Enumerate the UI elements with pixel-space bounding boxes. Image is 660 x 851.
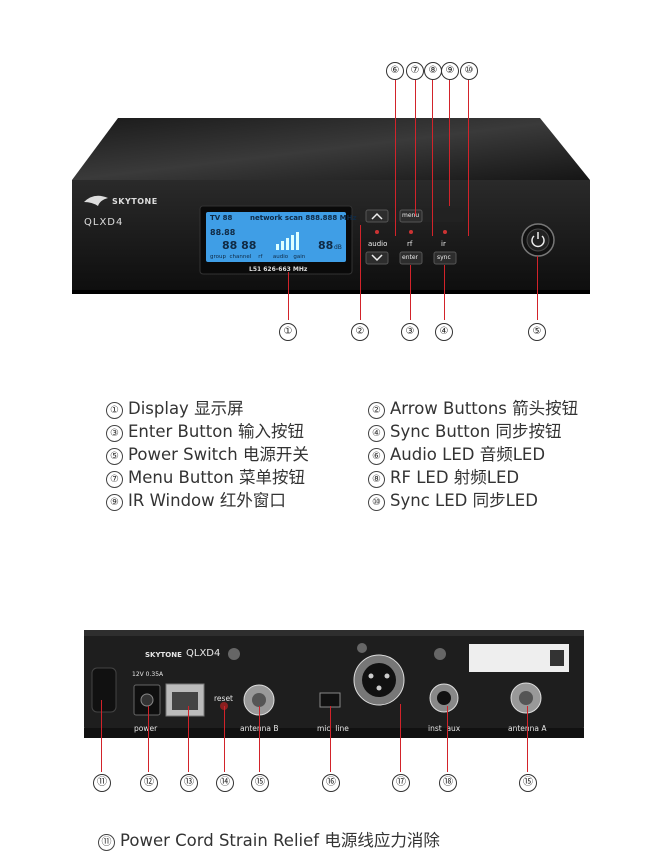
rear-panel-illustration — [84, 630, 584, 738]
leader-11 — [101, 700, 102, 772]
rear-power-spec: 12V 0.35A — [132, 671, 164, 678]
leader-4 — [444, 265, 445, 320]
sync-button-label[interactable]: sync — [437, 254, 451, 261]
legend-left-0: ① Display 显示屏 — [106, 395, 244, 419]
legend-right-3: ⑧ RF LED 射频LED — [368, 464, 519, 488]
legend-text: Sync LED 同步LED — [390, 491, 538, 510]
callout-4: ④ — [435, 323, 453, 341]
legend-num: ⑥ — [368, 448, 385, 465]
leader-3 — [410, 265, 411, 320]
leader-7 — [415, 80, 416, 216]
legend-num: ④ — [368, 425, 385, 442]
legend-text: Power Switch 电源开关 — [128, 445, 309, 464]
legend-right-4: ⑩ Sync LED 同步LED — [368, 487, 538, 511]
legend-text: Enter Button 输入按钮 — [128, 422, 305, 441]
callout-10: ⑩ — [460, 62, 478, 80]
lcd-mid-right: 88 — [318, 239, 334, 252]
legend-left-1: ③ Enter Button 输入按钮 — [106, 418, 304, 442]
callout-8: ⑧ — [424, 62, 442, 80]
leader-13 — [188, 706, 189, 772]
callout-18: ⑱ — [439, 774, 457, 792]
legend-text: Sync Button 同步按钮 — [390, 422, 562, 441]
rf-led-label: rf — [407, 240, 413, 248]
legend-right-2: ⑥ Audio LED 音频LED — [368, 441, 545, 465]
legend-text: Arrow Buttons 箭头按钮 — [390, 399, 579, 418]
callout-15-b: ⑮ — [251, 774, 269, 792]
rear-label-inst-aux: inst aux — [428, 724, 461, 733]
leader-5 — [537, 256, 538, 320]
legend-num: ③ — [106, 425, 123, 442]
front-brand: SKYTONE — [112, 197, 158, 206]
legend-text: Menu Button 菜单按钮 — [128, 468, 306, 487]
leader-12 — [148, 706, 149, 772]
callout-13: ⑬ — [180, 774, 198, 792]
callout-14: ⑭ — [216, 774, 234, 792]
audio-led-label: audio — [368, 240, 388, 248]
leader-8 — [432, 80, 433, 236]
legend-left-4: ⑨ IR Window 红外窗口 — [106, 487, 286, 511]
callout-3: ③ — [401, 323, 419, 341]
legend-text: Audio LED 音频LED — [390, 445, 546, 464]
menu-button-label[interactable]: menu — [402, 212, 420, 219]
rear-label-power: power — [134, 724, 158, 733]
legend-num: ⑤ — [106, 448, 123, 465]
leader-15a — [527, 706, 528, 772]
legend-bottom-0: ⑪ Power Cord Strain Relief 电源线应力消除 — [98, 827, 440, 851]
leader-18 — [447, 706, 448, 772]
legend-left-2: ⑤ Power Switch 电源开关 — [106, 441, 309, 465]
lcd-mid-left: 88.88 — [210, 228, 236, 237]
legend-text: IR Window 红外窗口 — [128, 491, 286, 510]
legend-num: ② — [368, 402, 385, 419]
legend-right-1: ④ Sync Button 同步按钮 — [368, 418, 562, 442]
lcd-tv-readout: TV 88 — [210, 214, 233, 222]
rear-label-mic-line: mic line — [317, 724, 349, 733]
lcd-network-scan: network scan 888.888 MHz — [250, 214, 357, 222]
leader-1 — [288, 272, 289, 320]
leader-16 — [330, 706, 331, 772]
lcd-mid-mid: 88 88 — [222, 239, 257, 252]
ir-led-label: ir — [441, 240, 446, 248]
rear-model: QLXD4 — [186, 648, 221, 659]
callout-17: ⑰ — [392, 774, 410, 792]
lcd-db-label: dB — [334, 244, 342, 251]
callout-5: ⑤ — [528, 323, 546, 341]
front-panel-figure — [60, 60, 620, 350]
legend-num: ⑪ — [98, 834, 115, 851]
leader-14 — [224, 706, 225, 772]
callout-15-a: ⑮ — [519, 774, 537, 792]
legend-num: ⑩ — [368, 494, 385, 511]
callout-12: ⑫ — [140, 774, 158, 792]
front-model-label: QLXD4 — [84, 217, 124, 228]
rear-brand: SKYTONE — [145, 651, 182, 659]
legend-text: Power Cord Strain Relief 电源线应力消除 — [120, 831, 440, 850]
callout-9: ⑨ — [441, 62, 459, 80]
leader-10 — [468, 80, 469, 236]
callout-7: ⑦ — [406, 62, 424, 80]
leader-15b — [259, 706, 260, 772]
rear-panel-figure — [84, 630, 584, 738]
callout-1: ① — [279, 323, 297, 341]
callout-6: ⑥ — [386, 62, 404, 80]
leader-2 — [360, 225, 361, 320]
leader-17 — [400, 704, 401, 772]
legend-left-3: ⑦ Menu Button 菜单按钮 — [106, 464, 305, 488]
legend-num: ⑨ — [106, 494, 123, 511]
lcd-bottom-labels: group channel rf audio gain — [210, 254, 306, 260]
legend-right-0: ② Arrow Buttons 箭头按钮 — [368, 395, 578, 419]
legend-text: Display 显示屏 — [128, 399, 244, 418]
leader-6 — [395, 80, 396, 236]
enter-button-label[interactable]: enter — [402, 254, 419, 261]
front-panel-illustration — [72, 118, 590, 294]
legend-num: ⑦ — [106, 471, 123, 488]
callout-2: ② — [351, 323, 369, 341]
legend-text: RF LED 射频LED — [390, 468, 520, 487]
leader-9 — [449, 80, 450, 206]
band-label: L51 626-663 MHz — [249, 266, 308, 273]
rear-label-reset: reset — [214, 694, 233, 703]
callout-16: ⑯ — [322, 774, 340, 792]
legend-num: ① — [106, 402, 123, 419]
callout-11: ⑪ — [93, 774, 111, 792]
legend-num: ⑧ — [368, 471, 385, 488]
